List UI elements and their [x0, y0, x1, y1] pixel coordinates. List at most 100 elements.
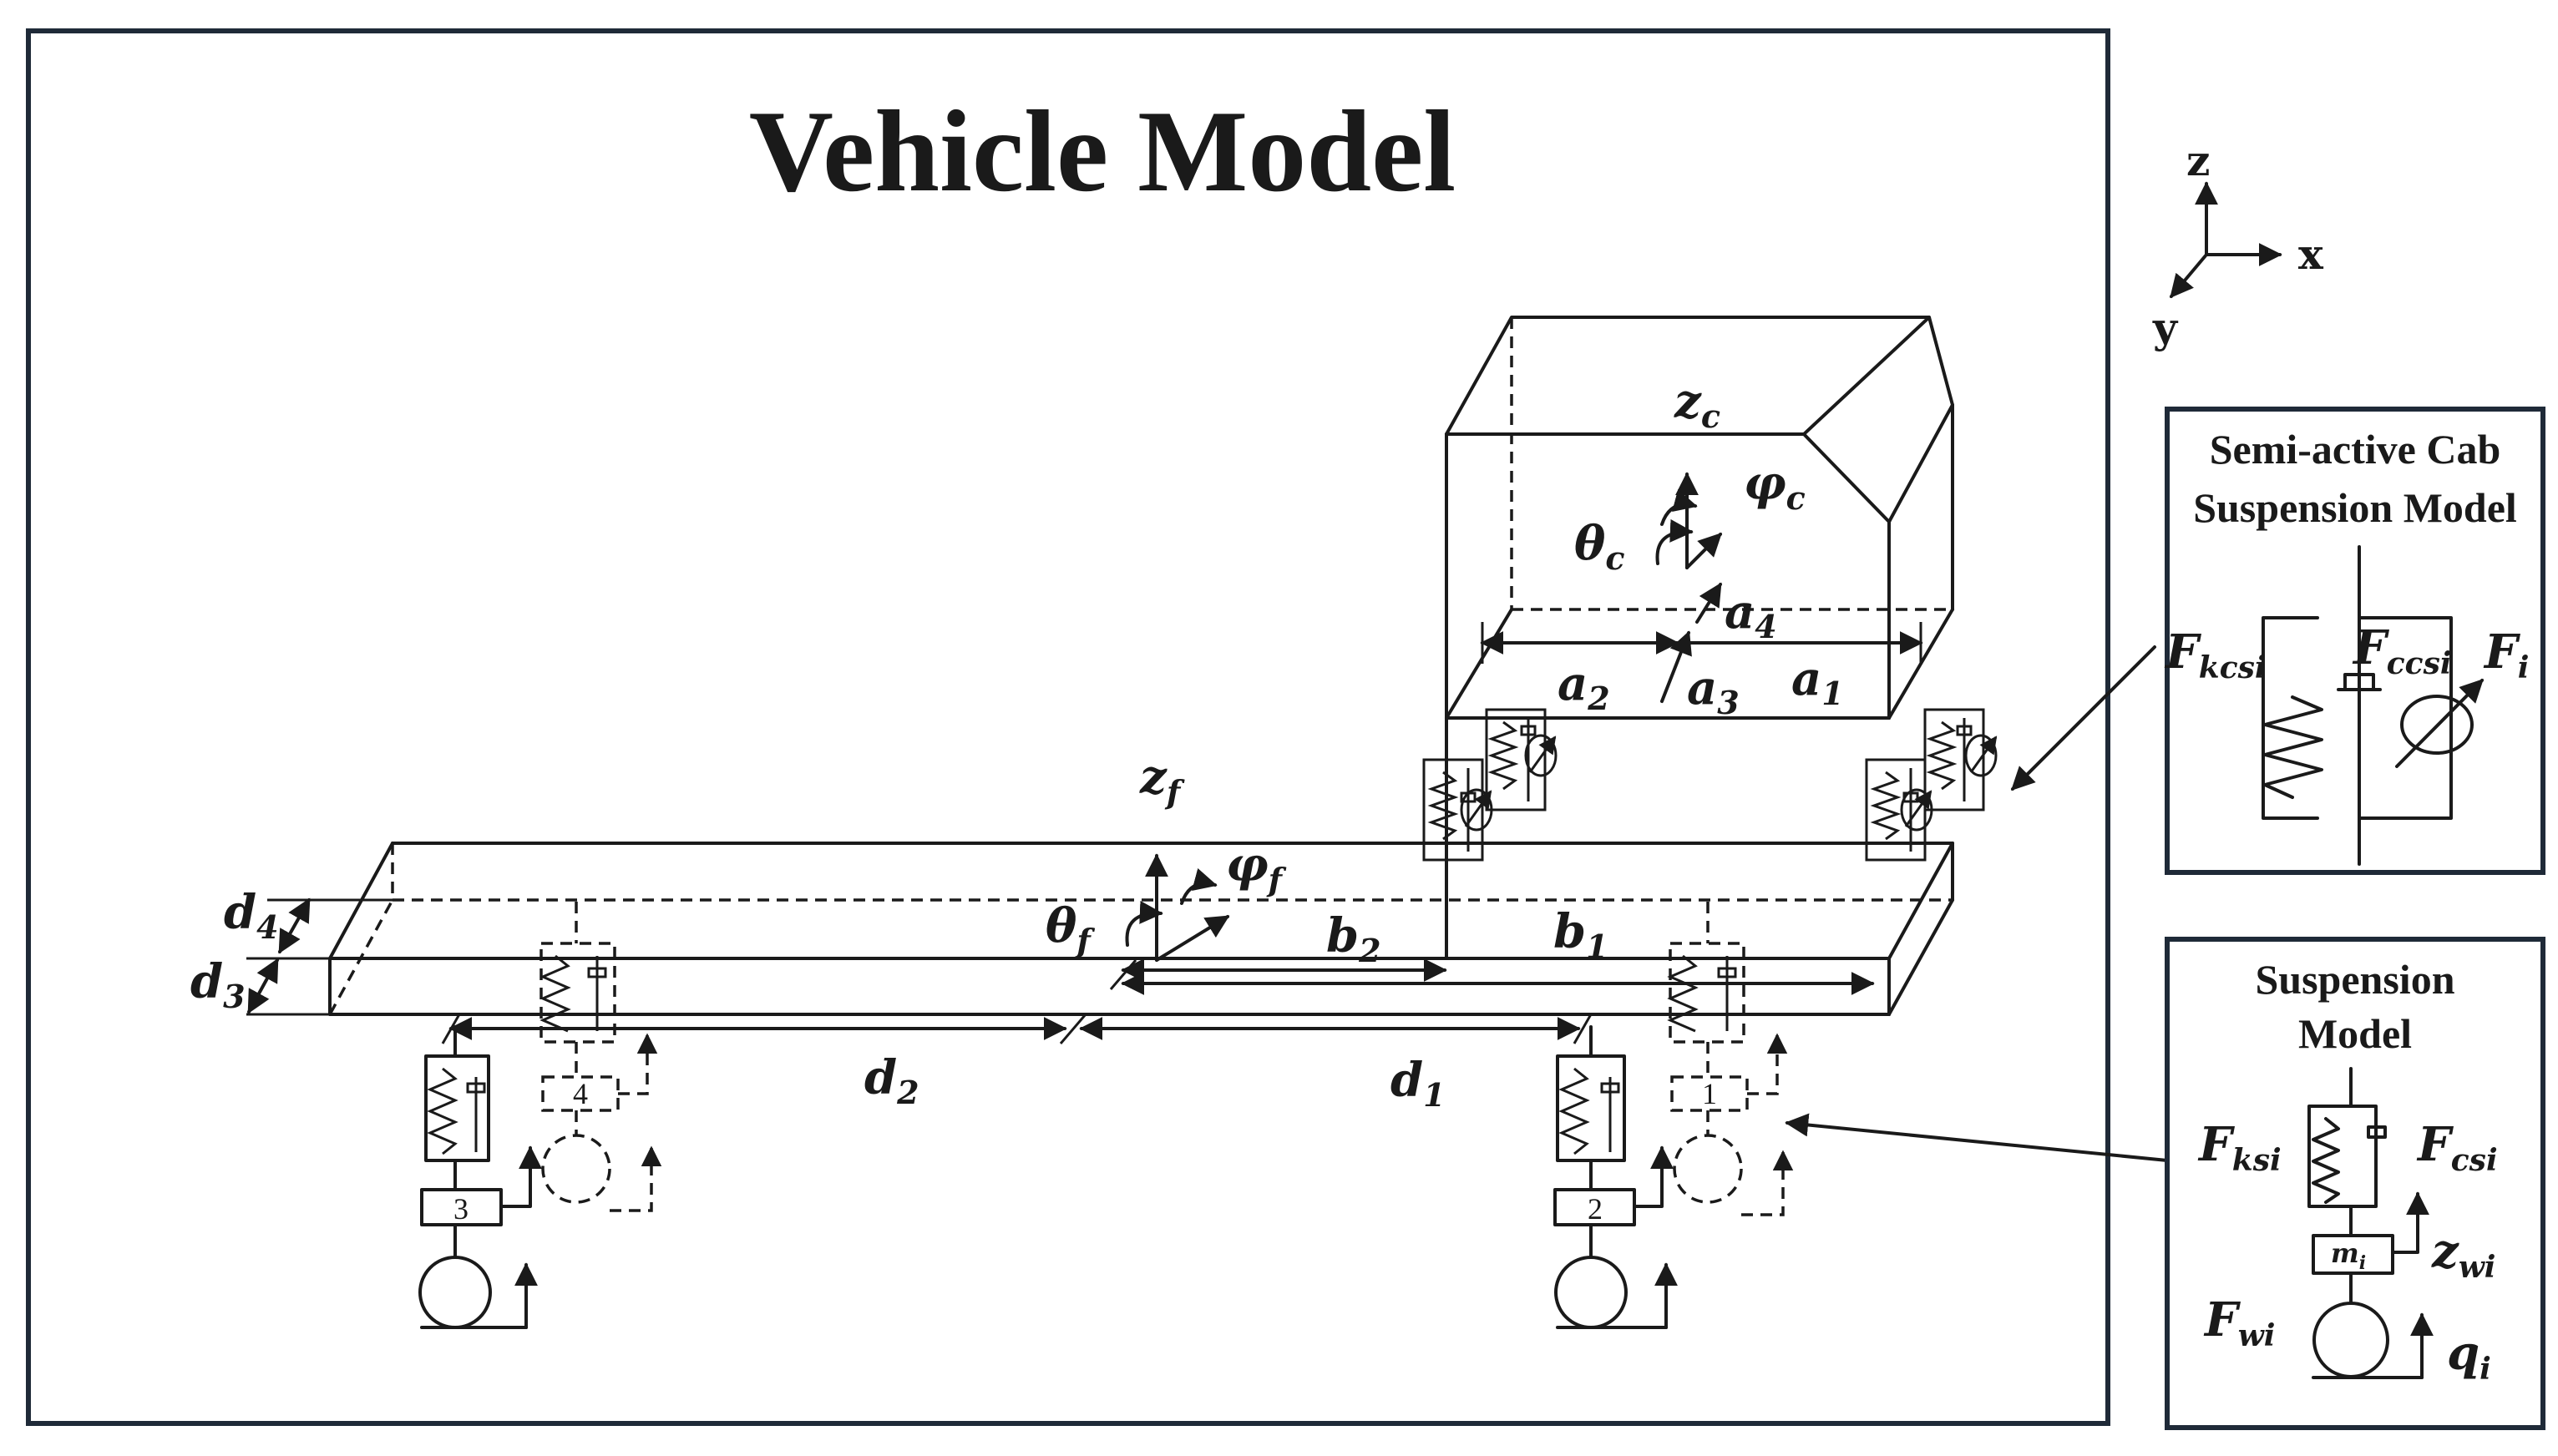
a4-sub: 4: [1755, 608, 1776, 645]
cab-panel-pointer: [2011, 645, 2156, 791]
fcsi-label: F: [2416, 1117, 2454, 1172]
qi-label: q: [2447, 1326, 2479, 1381]
frame-dimensions: b2 b1 d2 d1 d4 d3: [190, 885, 1875, 1114]
chassis-frame: [328, 716, 1954, 1016]
cab-suspension-panel: Semi-active Cab Suspension Model Fkcsi F…: [2164, 407, 2545, 875]
cab-body: [1445, 316, 1954, 720]
b1-sub: 1: [1586, 928, 1608, 965]
svg-text:Fkcsi: Fkcsi: [2164, 624, 2267, 685]
a3-sub: 3: [1717, 684, 1739, 721]
axis-y-label: y: [2152, 303, 2179, 352]
svg-text:a3: a3: [1687, 660, 1740, 721]
svg-text:d3: d3: [190, 954, 246, 1015]
frame-dof: zf φf θf: [1046, 750, 1287, 962]
a2-label: a: [1558, 656, 1588, 711]
fccsi-sub: ccsi: [2387, 646, 2452, 681]
b1-label: b: [1553, 904, 1586, 959]
d4-label: d: [224, 885, 256, 940]
d2-sub: 2: [896, 1074, 919, 1111]
fccsi-label: F: [2352, 620, 2390, 675]
suspension-panel-pointer: [1785, 1113, 2169, 1162]
a4-label: a: [1725, 584, 1755, 640]
thetaf-label: θ: [1046, 898, 1077, 953]
axis-x-label: x: [2298, 230, 2324, 279]
svg-text:mi: mi: [2331, 1237, 2366, 1274]
wheel-4-label: 4: [573, 1077, 588, 1110]
d1-label: d: [1390, 1053, 1423, 1108]
thetac-label: θ: [1574, 516, 1606, 571]
mi-sub: i: [2359, 1252, 2366, 1274]
qi-sub: i: [2479, 1352, 2491, 1387]
cab-suspension-right-front: [1865, 758, 1933, 862]
svg-text:Fksi: Fksi: [2197, 1117, 2282, 1178]
svg-text:b1: b1: [1553, 904, 1608, 965]
suspension-panel: Suspension Model mi Fksi Fcsi zwi Fwi qi: [2165, 937, 2545, 1430]
fkcsi-label: F: [2164, 624, 2202, 680]
fi-sub: i: [2518, 650, 2530, 685]
fwi-sub: wi: [2238, 1318, 2276, 1353]
svg-text:zc: zc: [1674, 374, 1720, 435]
zc-sub: c: [1701, 397, 1720, 435]
thetac-sub: c: [1605, 539, 1624, 577]
fwi-label: F: [2203, 1292, 2241, 1347]
fcsi-sub: csi: [2451, 1143, 2498, 1178]
fi-label: F: [2483, 624, 2521, 680]
axis-z-label: z: [2186, 136, 2210, 185]
d4-sub: 4: [256, 908, 278, 946]
axes-indicator: z x y: [2152, 136, 2324, 352]
a1-label: a: [1791, 651, 1821, 706]
phif-label: φ: [1226, 837, 1269, 892]
b2-sub: 2: [1358, 932, 1380, 969]
svg-text:Fccsi: Fccsi: [2352, 620, 2452, 681]
svg-text:b2: b2: [1326, 908, 1381, 969]
svg-text:θf: θf: [1046, 898, 1095, 959]
d3-label: d: [190, 954, 223, 1009]
svg-text:zf: zf: [1139, 750, 1185, 811]
svg-text:Fwi: Fwi: [2203, 1292, 2275, 1353]
svg-text:a4: a4: [1725, 584, 1777, 645]
zf-sub: f: [1164, 773, 1185, 811]
svg-text:d1: d1: [1390, 1053, 1446, 1114]
cab-dimensions: a2 a1 a3 a4: [1480, 582, 1923, 721]
svg-text:Fcsi: Fcsi: [2416, 1117, 2498, 1178]
fkcsi-sub: kcsi: [2199, 650, 2267, 685]
phic-label: φ: [1744, 456, 1786, 511]
susp-panel-title-line1: Suspension: [2255, 956, 2454, 1003]
cab-suspension-left-rear: [1485, 708, 1558, 811]
zwi-sub: wi: [2459, 1250, 2496, 1285]
zwi-label: z: [2431, 1224, 2459, 1279]
svg-text:d2: d2: [864, 1050, 919, 1111]
cab-dof: zc φc θc: [1574, 374, 1806, 577]
svg-text:θc: θc: [1574, 516, 1625, 577]
d2-label: d: [864, 1050, 897, 1105]
cab-panel-title-line1: Semi-active Cab: [2210, 426, 2501, 473]
a3-label: a: [1687, 660, 1717, 715]
svg-text:φc: φc: [1744, 456, 1806, 517]
zf-label: z: [1139, 750, 1168, 805]
wheel-2-assembly: 2: [1553, 1025, 1678, 1329]
wheel-2-label: 2: [1588, 1192, 1603, 1226]
d1-sub: 1: [1423, 1076, 1445, 1114]
page-title: Vehicle Model: [749, 87, 1456, 216]
wheel-3-assembly: 3: [418, 1025, 542, 1329]
wheel-1-assembly: 1: [1667, 902, 1794, 1216]
main-frame: [26, 28, 2110, 1426]
cab-panel-title-line2: Suspension Model: [2193, 484, 2517, 531]
cab-suspension-left-front: [1422, 758, 1493, 862]
fksi-label: F: [2197, 1117, 2236, 1172]
phic-sub: c: [1786, 479, 1806, 517]
d3-sub: 3: [223, 978, 245, 1015]
svg-text:a1: a1: [1791, 651, 1844, 712]
a2-sub: 2: [1587, 680, 1609, 717]
svg-text:zwi: zwi: [2431, 1224, 2495, 1285]
svg-text:d4: d4: [224, 885, 279, 946]
svg-text:Fi: Fi: [2483, 624, 2529, 685]
cab-suspension-right-rear: [1923, 708, 1998, 811]
wheel-3-label: 3: [453, 1192, 469, 1226]
fksi-sub: ksi: [2232, 1143, 2282, 1178]
svg-text:φf: φf: [1226, 837, 1287, 898]
mi-label: m: [2331, 1237, 2359, 1269]
wheel-4-assembly: 4: [539, 902, 662, 1212]
susp-panel-title-line2: Model: [2298, 1010, 2412, 1057]
phif-sub: f: [1266, 861, 1287, 898]
